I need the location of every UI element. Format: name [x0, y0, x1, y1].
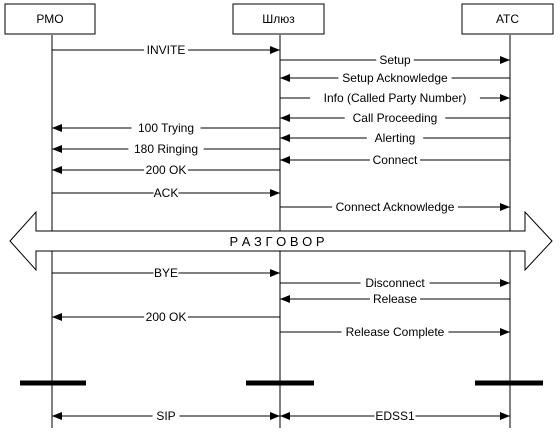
message-label: 200 OK	[146, 163, 187, 177]
message-label: Setup Acknowledge	[342, 71, 448, 85]
participant-box-gw	[232, 3, 325, 35]
message-label-bg	[153, 186, 179, 198]
message-label-bg	[376, 53, 414, 65]
message-label-bg	[338, 71, 452, 83]
message-label: ACK	[154, 186, 179, 200]
message-label-bg	[131, 121, 201, 133]
conversation-label: Р А З Г О В О Р	[229, 234, 324, 249]
protocol-label-bg	[374, 409, 416, 422]
message-label: Release	[373, 292, 417, 306]
message-label-bg	[144, 163, 188, 175]
message-label-bg	[360, 276, 430, 288]
message-label-bg	[153, 266, 179, 278]
participant-headers: РМО Шлюз АТС	[4, 3, 554, 35]
message-label: 200 OK	[146, 310, 187, 324]
protocol-label-bg	[152, 409, 180, 422]
message-label-bg	[366, 131, 424, 143]
conversation-arrow-shape	[9, 210, 553, 272]
message-label-bg	[369, 153, 421, 165]
message-label: Call Proceeding	[353, 111, 438, 125]
message-label-bg	[144, 43, 188, 55]
participant-label-atc: АТС	[496, 12, 519, 26]
message-label: BYE	[154, 266, 178, 280]
message-label: Setup	[379, 53, 411, 67]
message-label: Info (Called Party Number)	[324, 91, 467, 105]
message-label-bg	[144, 310, 188, 322]
message-label: 100 Trying	[138, 121, 194, 135]
message-label: Connect	[373, 153, 418, 167]
message-label: Alerting	[375, 131, 416, 145]
protocol-label: EDSS1	[375, 409, 415, 423]
protocol-spans: SIP EDSS1	[52, 409, 510, 423]
participant-box-rmo	[4, 3, 96, 35]
protocol-label: SIP	[156, 409, 175, 423]
message-label-bg	[344, 111, 446, 123]
message-label-bg	[341, 325, 449, 337]
message-label: Disconnect	[365, 276, 425, 290]
message-label-bg	[310, 91, 480, 103]
participant-box-atc	[461, 3, 554, 35]
message-label: Connect Acknowledge	[336, 200, 455, 214]
conversation-band: Р А З Г О В О Р	[9, 210, 553, 272]
message-label-bg	[128, 142, 204, 154]
participant-label-gw: Шлюз	[262, 12, 295, 26]
message-label: INVITE	[147, 43, 186, 57]
message-label: Release Complete	[346, 325, 445, 339]
message-label-bg	[332, 200, 458, 212]
message-label-bg	[369, 292, 421, 304]
message-label: 180 Ringing	[134, 142, 198, 156]
participant-label-rmo: РМО	[36, 12, 63, 26]
